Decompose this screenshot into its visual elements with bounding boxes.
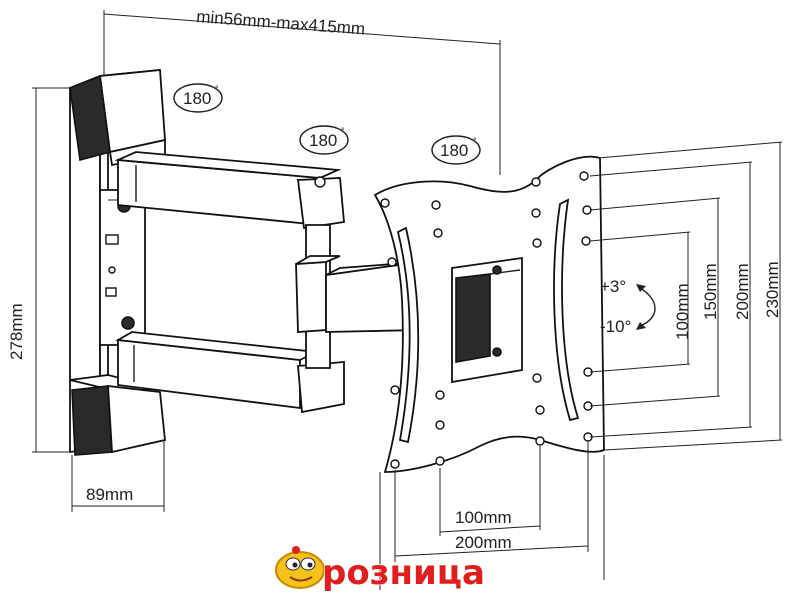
vesa-h-100-label: 100mm	[455, 508, 512, 527]
wall-plate	[69, 69, 166, 456]
lower-arm	[115, 331, 345, 414]
tilt-arrow-down-icon	[636, 322, 646, 330]
wall-bolt-bottom	[121, 316, 135, 330]
brand-logo: розница	[275, 546, 486, 594]
height-dimension: 278mm	[7, 87, 72, 453]
depth-label: 89mm	[86, 485, 133, 504]
tilt-indicator: +3° -10°	[600, 277, 656, 336]
rotation-badge-wall: 180 °	[173, 83, 223, 113]
vesa-v-200-label: 200mm	[733, 263, 752, 320]
rotation-badge-plate: 180 °	[431, 135, 481, 165]
depth-dimension: 89mm	[71, 440, 165, 512]
rotation-label-plate: 180	[440, 141, 468, 160]
logo-text: розница	[322, 553, 485, 593]
degree-mark-plate: °	[473, 136, 477, 146]
pivot-column	[295, 224, 421, 369]
tilt-arc-icon	[639, 287, 656, 327]
tilt-down-label: -10°	[600, 317, 631, 336]
rotation-badge-mid: 180 °	[299, 125, 349, 155]
tilt-arrow-up-icon	[636, 284, 646, 292]
height-label: 278mm	[7, 303, 26, 360]
extension-label: min56mm-max415mm	[196, 7, 366, 39]
rotation-label-wall: 180	[183, 89, 211, 108]
upper-arm	[114, 151, 345, 230]
vesa-plate	[373, 155, 605, 473]
vesa-holes	[380, 171, 593, 469]
vesa-v-150-label: 150mm	[701, 263, 720, 320]
degree-mark-wall: °	[215, 84, 219, 94]
degree-mark-mid: °	[341, 126, 345, 136]
logo-mascot-icon	[275, 551, 325, 589]
vesa-v-230-label: 230mm	[763, 261, 782, 318]
rotation-label-mid: 180	[309, 131, 337, 150]
tilt-up-label: +3°	[600, 277, 626, 296]
vesa-h-200-label: 200mm	[455, 533, 512, 552]
vesa-horizontal-dimensions: 100mm 200mm	[379, 442, 605, 590]
vesa-v-100-label: 100mm	[673, 283, 692, 340]
vesa-vertical-dimensions: 100mm 150mm 200mm 230mm	[589, 141, 783, 451]
